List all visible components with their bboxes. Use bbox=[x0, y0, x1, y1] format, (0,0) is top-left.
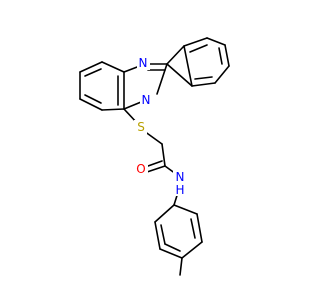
structure-canvas: N N S O N H bbox=[79, 37, 230, 276]
bond bbox=[194, 76, 213, 80]
bond bbox=[196, 213, 203, 243]
bond bbox=[181, 241, 203, 259]
nitrogen-atom-n3: N bbox=[140, 92, 153, 107]
nitrogen-label: N bbox=[176, 170, 185, 184]
bond bbox=[84, 68, 102, 77]
bond bbox=[161, 143, 166, 167]
bond bbox=[154, 204, 175, 223]
sulfur-label: S bbox=[137, 120, 145, 134]
oxygen-atom: O bbox=[135, 162, 148, 176]
bond bbox=[214, 65, 230, 84]
hydrogen-label: H bbox=[175, 183, 184, 197]
bond bbox=[154, 221, 161, 250]
bond bbox=[79, 98, 103, 111]
amide-nitrogen-atom: N H bbox=[173, 170, 187, 197]
sulfur-atom: S bbox=[134, 120, 147, 134]
bond bbox=[166, 45, 185, 65]
bond bbox=[159, 248, 183, 259]
bond bbox=[179, 257, 183, 276]
bond bbox=[146, 165, 166, 173]
bond bbox=[84, 94, 102, 104]
bond bbox=[224, 44, 230, 67]
bond-layer bbox=[79, 37, 230, 276]
bond bbox=[190, 218, 196, 239]
bond bbox=[160, 224, 166, 245]
nitrogen-label: N bbox=[142, 93, 151, 107]
bond bbox=[183, 37, 208, 47]
bond bbox=[101, 108, 125, 111]
atom-label-layer: N N S O N H bbox=[134, 56, 187, 197]
bond bbox=[189, 44, 208, 53]
bond bbox=[173, 204, 198, 215]
bond bbox=[183, 45, 193, 87]
bond bbox=[156, 63, 168, 95]
bond bbox=[101, 61, 125, 73]
bond bbox=[166, 63, 193, 87]
bond bbox=[218, 47, 223, 65]
nitrogen-atom-n1: N bbox=[137, 56, 150, 70]
bond bbox=[164, 243, 181, 252]
bond bbox=[79, 61, 103, 73]
nitrogen-label: N bbox=[139, 56, 148, 70]
bond bbox=[147, 160, 163, 167]
molecule-structure: N N S O N H bbox=[79, 37, 230, 276]
bond bbox=[206, 37, 226, 46]
bond bbox=[191, 82, 216, 87]
oxygen-label: O bbox=[136, 162, 145, 176]
